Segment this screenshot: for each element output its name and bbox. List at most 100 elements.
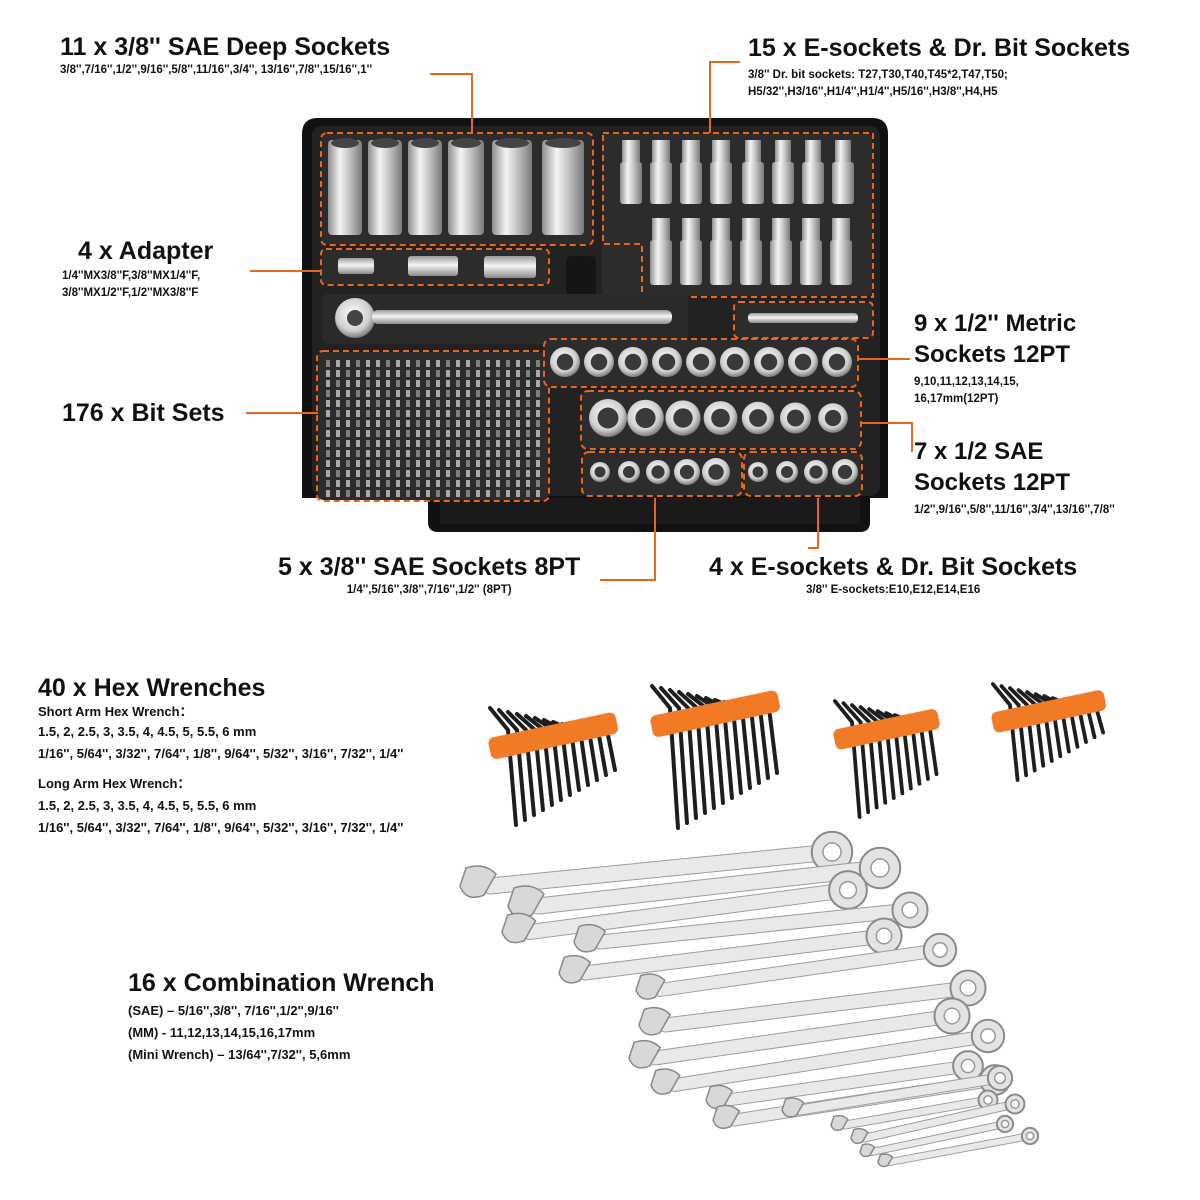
bit-socket xyxy=(712,140,730,162)
socket xyxy=(780,402,811,434)
bit-socket xyxy=(682,140,700,162)
bit-sockets-group xyxy=(602,132,874,298)
ratchet xyxy=(322,294,688,344)
hex-short-metric: 1.5, 2, 2.5, 3, 3.5, 4, 4.5, 5, 5.5, 6 m… xyxy=(38,724,257,739)
socket xyxy=(703,401,738,435)
socket xyxy=(748,462,768,482)
socket xyxy=(618,461,640,483)
deep-socket xyxy=(448,138,484,235)
socket xyxy=(804,460,828,484)
combination-wrench-item xyxy=(638,969,987,1036)
esockets-bits-line1: 3/8'' Dr. bit sockets: T27,T30,T40,T45*2… xyxy=(748,69,1008,81)
bit-sets-group xyxy=(316,350,550,502)
socket xyxy=(589,399,627,437)
bit-socket xyxy=(802,218,820,240)
metric-sockets-title2: Sockets 12PT xyxy=(914,341,1071,368)
socket xyxy=(832,459,858,485)
bit-socket xyxy=(772,218,790,240)
combination-wrenches xyxy=(459,830,1040,1168)
sae-12pt-sockets-group xyxy=(580,390,862,450)
sae-8pt-sockets-group xyxy=(581,451,743,497)
socket xyxy=(754,347,784,377)
adapter-line1: 1/4''MX3/8''F,3/8''MX1/4''F, xyxy=(62,270,201,282)
hex-key-set xyxy=(833,699,940,819)
socket xyxy=(741,401,775,435)
combination-wrench-item xyxy=(628,997,971,1069)
adapter-title: 4 x Adapter xyxy=(78,237,214,265)
deep-sockets-group xyxy=(320,132,594,246)
hex-key-set xyxy=(650,684,780,830)
bit-socket xyxy=(835,140,851,162)
combination-wrench-item xyxy=(850,1093,1026,1144)
combination-wrench-item xyxy=(650,1018,1006,1095)
metric-sockets-line1: 9,10,11,12,13,14,15, xyxy=(914,376,1019,388)
esockets-bits-title: 15 x E-sockets & Dr. Bit Sockets xyxy=(748,34,1131,62)
esockets-small-title: 4 x E-sockets & Dr. Bit Sockets xyxy=(709,553,1078,581)
socket xyxy=(665,400,701,436)
adapter-line2: 3/8''MX1/2''F,1/2''MX3/8''F xyxy=(62,287,199,299)
esockets-small-sizes: 3/8'' E-sockets:E10,E12,E14,E16 xyxy=(805,584,981,596)
deep-socket xyxy=(542,138,584,235)
bit-socket xyxy=(745,140,761,162)
combination-wrench-mm: (MM) - 11,12,13,14,15,16,17mm xyxy=(128,1025,316,1040)
combination-wrench-title: 16 x Combination Wrench xyxy=(128,969,435,997)
deep-socket xyxy=(328,138,362,235)
sae12-sizes: 1/2'',9/16'',5/8'',11/16'',3/4'',13/16''… xyxy=(914,504,1115,516)
hex-key-set xyxy=(991,682,1107,782)
hex-key-set xyxy=(488,706,618,827)
bit-socket xyxy=(742,218,760,240)
adapters-group xyxy=(320,248,596,296)
hex-long-label: Long Arm Hex Wrench： xyxy=(38,776,191,791)
combination-wrench-item xyxy=(635,932,958,1000)
combination-wrench-item xyxy=(781,1064,1014,1118)
socket xyxy=(590,462,610,482)
deep-socket xyxy=(492,138,532,235)
bit-socket xyxy=(622,140,640,162)
sae12-title1: 7 x 1/2 SAE xyxy=(914,438,1044,465)
deep-sockets-sizes: 3/8'',7/16'',1/2'',9/16'',5/8'',11/16'',… xyxy=(60,64,373,76)
socket xyxy=(627,399,664,437)
bit-socket xyxy=(805,140,821,162)
hex-wrenches-title: 40 x Hex Wrenches xyxy=(38,674,266,702)
socket xyxy=(720,347,750,377)
deep-socket xyxy=(408,138,442,235)
socket xyxy=(652,347,682,377)
sae8-sizes: 1/4'',5/16'',3/8'',7/16'',1/2'' (8PT) xyxy=(346,584,512,596)
bit-socket xyxy=(652,218,670,240)
bit-socket xyxy=(712,218,730,240)
metric-sockets-group xyxy=(543,338,859,388)
hex-wrench-sets xyxy=(488,682,1107,830)
combination-wrench-sae: (SAE) – 5/16'',3/8'', 7/16'',1/2'',9/16'… xyxy=(128,1003,339,1018)
combination-wrench-item xyxy=(705,1050,984,1109)
socket xyxy=(818,403,848,433)
hex-short-label: Short Arm Hex Wrench： xyxy=(38,704,193,719)
hex-long-metric: 1.5, 2, 2.5, 3, 3.5, 4, 4.5, 5, 5.5, 6 m… xyxy=(38,798,257,813)
sae8-title: 5 x 3/8'' SAE Sockets 8PT xyxy=(278,553,581,581)
deep-socket xyxy=(368,138,402,235)
combination-wrench-item xyxy=(459,830,854,898)
socket xyxy=(584,347,614,377)
hex-short-sae: 1/16'', 5/64'', 3/32'', 7/64'', 1/8'', 9… xyxy=(38,746,404,761)
hex-long-sae: 1/16'', 5/64'', 3/32'', 7/64'', 1/8'', 9… xyxy=(38,820,404,835)
bit-sets-title: 176 x Bit Sets xyxy=(62,399,225,427)
socket xyxy=(822,347,852,377)
socket xyxy=(776,461,798,483)
bit-socket xyxy=(682,218,700,240)
metric-sockets-title1: 9 x 1/2'' Metric xyxy=(914,310,1077,337)
socket xyxy=(702,458,730,486)
socket xyxy=(674,459,700,485)
sae12-title2: Sockets 12PT xyxy=(914,469,1071,496)
socket xyxy=(646,460,670,484)
combination-wrench-item xyxy=(507,846,902,918)
combination-wrench-item xyxy=(573,891,929,953)
extension-bar xyxy=(733,301,874,339)
combination-wrench-item xyxy=(877,1126,1040,1168)
combination-wrench-item xyxy=(558,917,903,984)
metric-sockets-line2: 16,17mm(12PT) xyxy=(914,393,999,405)
socket xyxy=(788,347,818,377)
combination-wrench-item xyxy=(830,1089,999,1131)
e-sockets-group xyxy=(743,451,863,497)
socket xyxy=(686,347,716,377)
deep-sockets-title: 11 x 3/8'' SAE Deep Sockets xyxy=(60,33,391,61)
